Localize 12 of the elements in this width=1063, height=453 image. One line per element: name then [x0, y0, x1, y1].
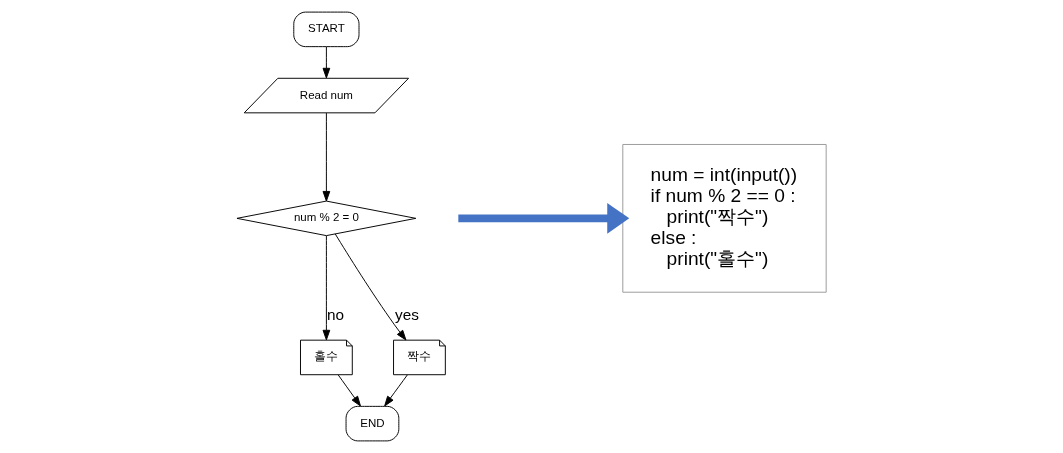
edge-label: no: [326, 305, 345, 323]
node-box: END: [345, 405, 400, 442]
arrow: [384, 374, 408, 407]
arrow: [322, 112, 331, 202]
node-box: START: [293, 11, 360, 48]
arrow: [322, 46, 331, 79]
arrow: [337, 374, 361, 407]
arrow: [334, 233, 407, 341]
node-diamond: num % 2 = 0: [236, 200, 417, 237]
node-box: num = int(input()) if num % 2 == 0 : print("짝수") else : print("홀수"): [622, 144, 827, 293]
arrow: [322, 235, 331, 341]
edge-label: yes: [395, 305, 419, 323]
